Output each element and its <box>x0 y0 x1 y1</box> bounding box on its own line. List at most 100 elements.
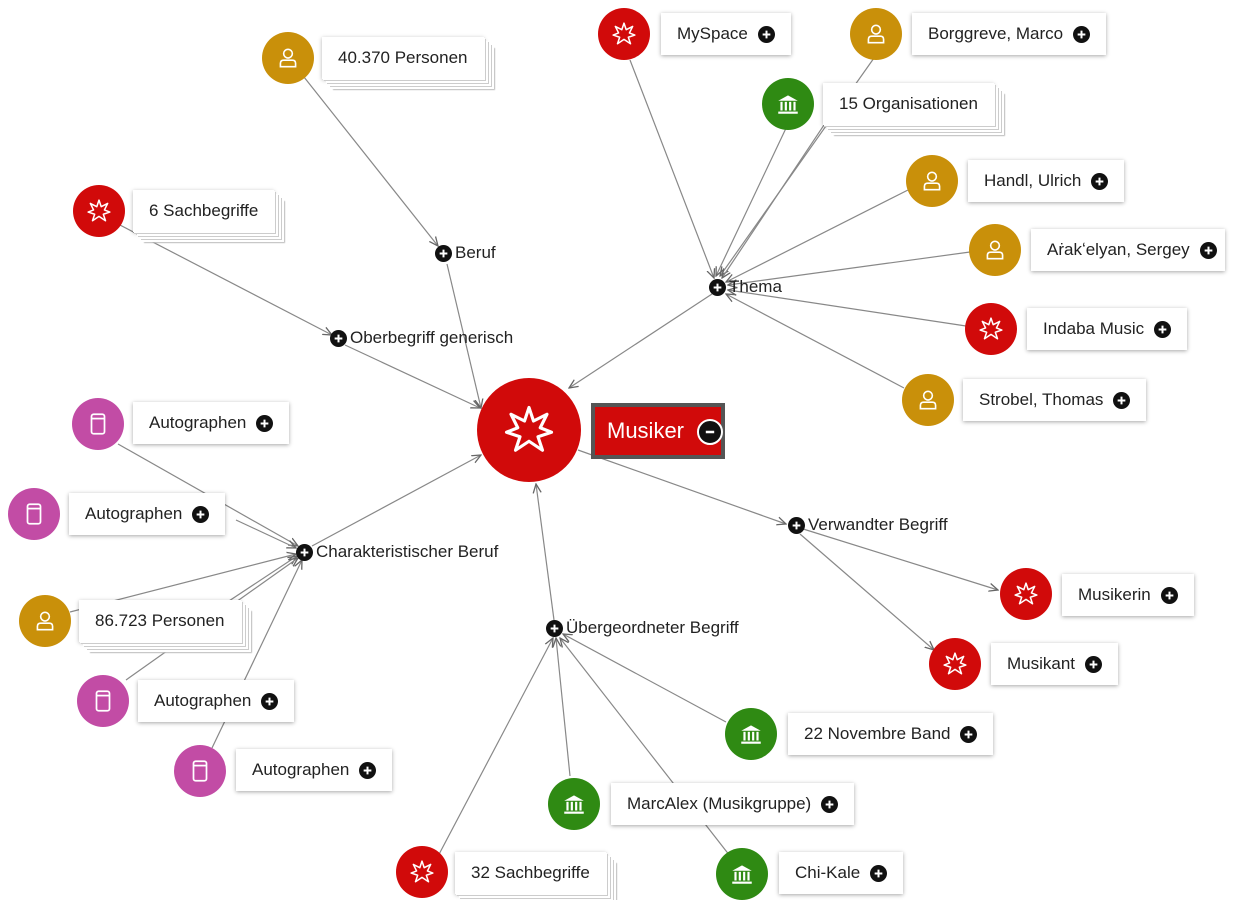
person-icon <box>867 24 885 44</box>
center-node-musiker[interactable] <box>477 378 581 482</box>
node-handl[interactable] <box>906 155 958 207</box>
concept-icon <box>1014 582 1038 605</box>
node-strobel[interactable] <box>902 374 954 426</box>
node-label-text: MarcAlex (Musikgruppe) <box>627 794 812 813</box>
node-label-text: 6 Sachbegriffe <box>149 201 259 220</box>
expand-button[interactable] <box>1199 241 1217 259</box>
node-label-sachbegriffe-32[interactable]: 32 Sachbegriffe <box>455 852 606 894</box>
expand-button[interactable] <box>757 25 775 43</box>
expand-button[interactable] <box>261 692 279 710</box>
expand-button[interactable] <box>1154 320 1172 338</box>
plus-icon <box>1089 660 1098 668</box>
expand-button[interactable] <box>870 864 888 882</box>
relation-uebergeordneter-begriff[interactable]: Übergeordneter Begriff <box>546 618 739 638</box>
expand-button[interactable] <box>821 795 839 813</box>
expand-button[interactable] <box>1085 655 1103 673</box>
expand-button[interactable] <box>1160 586 1178 604</box>
node-label-text: Musikant <box>1007 654 1076 673</box>
expand-button[interactable] <box>1113 391 1131 409</box>
edge-strobel-thema <box>726 294 905 389</box>
node-organisationen-15[interactable] <box>762 78 814 130</box>
node-personen-86723[interactable] <box>19 595 71 647</box>
expand-button[interactable] <box>256 414 274 432</box>
node-label-text: 22 Novembre Band <box>804 724 951 743</box>
node-label-autographen-1[interactable]: Autographen <box>133 402 290 444</box>
node-marcalex[interactable] <box>548 778 600 830</box>
node-label-sachbegriffe-6[interactable]: 6 Sachbegriffe <box>133 190 275 232</box>
node-novembre-band[interactable] <box>725 708 777 760</box>
expand-button[interactable] <box>192 505 210 523</box>
relation-beruf[interactable]: Beruf <box>435 243 496 263</box>
plus-icon <box>300 548 309 556</box>
node-myspace[interactable] <box>598 8 650 60</box>
institution-icon <box>778 95 798 114</box>
node-label-autographen-4[interactable]: Autographen <box>236 749 393 791</box>
node-label-text: 86.723 Personen <box>95 611 225 630</box>
node-label-handl[interactable]: Handl, Ulrich <box>968 160 1125 202</box>
node-label-autographen-2[interactable]: Autographen <box>69 493 226 535</box>
node-label-novembre-band[interactable]: 22 Novembre Band <box>788 713 994 755</box>
node-label-musikerin[interactable]: Musikerin <box>1062 574 1194 616</box>
expand-button[interactable] <box>330 329 347 347</box>
node-label-myspace[interactable]: MySpace <box>661 13 791 55</box>
relation-oberbegriff-generisch[interactable]: Oberbegriff generisch <box>330 328 513 348</box>
expand-button[interactable] <box>788 516 805 534</box>
node-label-organisationen-15[interactable]: 15 Organisationen <box>823 83 994 125</box>
expand-button[interactable] <box>1091 172 1109 190</box>
edge-myspace-thema <box>629 59 714 278</box>
relation-label: Oberbegriff generisch <box>350 328 514 347</box>
document-icon <box>192 760 208 782</box>
node-arakelyan[interactable] <box>969 224 1021 276</box>
node-musikant[interactable] <box>929 638 981 690</box>
relation-thema[interactable]: Thema <box>709 277 782 297</box>
node-musikerin[interactable] <box>1000 568 1052 620</box>
node-label-chi-kale[interactable]: Chi-Kale <box>779 852 904 894</box>
node-sachbegriffe-32[interactable] <box>396 846 448 898</box>
node-label-arakelyan[interactable]: Aṙakʻelyan, Sergey <box>1031 229 1225 271</box>
person-icon <box>919 390 937 410</box>
node-autographen-2[interactable] <box>8 488 60 540</box>
center-label[interactable]: Musiker <box>591 403 725 459</box>
concept-icon <box>943 652 967 675</box>
node-label-text: Indaba Music <box>1043 319 1145 338</box>
edge-beruf-center <box>446 263 481 408</box>
node-label-marcalex[interactable]: MarcAlex (Musikgruppe) <box>611 783 855 825</box>
expand-button[interactable] <box>546 619 563 637</box>
collapse-button[interactable] <box>697 419 723 445</box>
edge-handl-thema <box>726 189 909 282</box>
expand-button[interactable] <box>296 543 313 561</box>
node-borggreve[interactable] <box>850 8 902 60</box>
expand-button[interactable] <box>1073 25 1091 43</box>
node-label-personen-40370[interactable]: 40.370 Personen <box>322 37 484 79</box>
node-indaba-music[interactable] <box>965 303 1017 355</box>
edge-center-verwandter <box>577 449 786 524</box>
edge-oberbegriff-center <box>344 344 480 408</box>
plus-icon <box>550 624 559 632</box>
node-personen-40370[interactable] <box>262 32 314 84</box>
node-autographen-4[interactable] <box>174 745 226 797</box>
node-label-personen-86723[interactable]: 86.723 Personen <box>79 600 241 642</box>
edge-thema-center <box>569 293 713 388</box>
edge-personen-beruf <box>299 71 438 246</box>
document-icon <box>90 413 106 435</box>
edge-sachbegriffe32-uebergeordnet <box>435 638 553 861</box>
plus-icon <box>965 730 973 738</box>
expand-button[interactable] <box>359 761 377 779</box>
expand-button[interactable] <box>709 278 726 296</box>
node-label-indaba-music[interactable]: Indaba Music <box>1027 308 1188 350</box>
node-chi-kale[interactable] <box>716 848 768 900</box>
plus-icon <box>874 869 883 877</box>
node-autographen-3[interactable] <box>77 675 129 727</box>
edge-verwandter-musikerin <box>799 527 998 590</box>
node-autographen-1[interactable] <box>72 398 124 450</box>
node-label-musikant[interactable]: Musikant <box>991 643 1119 685</box>
expand-button[interactable] <box>435 244 452 262</box>
expand-button[interactable] <box>960 725 978 743</box>
node-label-strobel[interactable]: Strobel, Thomas <box>963 379 1147 421</box>
edge-novembre-uebergeordnet <box>563 634 727 723</box>
node-label-autographen-3[interactable]: Autographen <box>138 680 295 722</box>
relation-charakteristischer-beruf[interactable]: Charakteristischer Beruf <box>296 542 498 562</box>
node-sachbegriffe-6[interactable] <box>73 185 125 237</box>
node-label-borggreve[interactable]: Borggreve, Marco <box>912 13 1107 55</box>
relation-verwandter-begriff[interactable]: Verwandter Begriff <box>788 515 948 535</box>
